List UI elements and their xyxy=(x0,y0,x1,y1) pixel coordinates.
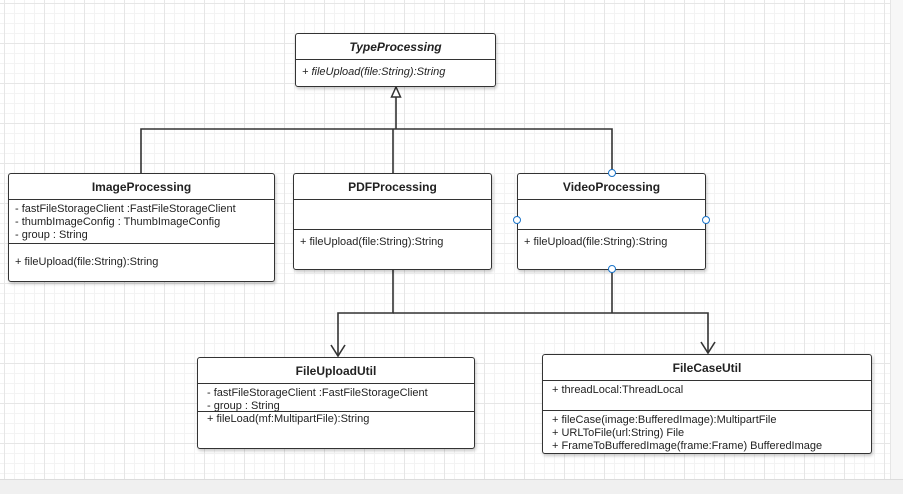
class-name: ImageProcessing xyxy=(9,174,274,200)
selection-handle-top[interactable] xyxy=(608,169,616,177)
inheritance-arrowhead xyxy=(390,85,402,98)
field: - fastFileStorageClient :FastFileStorage… xyxy=(207,387,428,399)
method: + FrameToBufferedImage(frame:Frame) Buff… xyxy=(552,440,823,452)
field: + threadLocal:ThreadLocal xyxy=(552,384,684,396)
class-name: VideoProcessing xyxy=(518,174,705,200)
methods-section: + fileUpload(file:String):String xyxy=(296,60,495,81)
class-name: TypeProcessing xyxy=(296,34,495,60)
methods-section: + fileUpload(file:String):String xyxy=(518,230,705,251)
fields-section xyxy=(518,200,705,230)
class-image-processing[interactable]: ImageProcessing - fastFileStorageClient … xyxy=(8,173,275,282)
field: - fastFileStorageClient :FastFileStorage… xyxy=(15,203,236,215)
method: + fileUpload(file:String):String xyxy=(524,236,668,248)
class-name: PDFProcessing xyxy=(294,174,491,200)
method: + fileUpload(file:String):String xyxy=(15,256,159,268)
fields-section: - fastFileStorageClient :FastFileStorage… xyxy=(198,384,474,412)
fields-section xyxy=(294,200,491,230)
bottom-scroll-area xyxy=(0,479,903,494)
method: + fileLoad(mf:MultipartFile):String xyxy=(207,413,370,425)
class-type-processing[interactable]: TypeProcessing + fileUpload(file:String)… xyxy=(295,33,496,87)
method: + fileUpload(file:String):String xyxy=(302,66,446,78)
selection-handle-bottom[interactable] xyxy=(608,265,616,273)
methods-section: + fileCase(image:BufferedImage):Multipar… xyxy=(543,411,871,453)
methods-section: + fileUpload(file:String):String xyxy=(294,230,491,251)
selection-handle-left[interactable] xyxy=(513,216,521,224)
methods-section: + fileUpload(file:String):String xyxy=(9,244,274,271)
class-name: FileCaseUtil xyxy=(543,355,871,381)
dependency-arrowhead-case xyxy=(700,341,716,355)
inheritance-line-image[interactable] xyxy=(140,128,396,173)
dependency-arrowhead-upload xyxy=(330,344,346,358)
class-file-case-util[interactable]: FileCaseUtil + threadLocal:ThreadLocal +… xyxy=(542,354,872,454)
class-video-processing[interactable]: VideoProcessing + fileUpload(file:String… xyxy=(517,173,706,270)
class-file-upload-util[interactable]: FileUploadUtil - fastFileStorageClient :… xyxy=(197,357,475,449)
field: - thumbImageConfig : ThumbImageConfig xyxy=(15,216,221,228)
dependency-line-pdf-upload[interactable] xyxy=(337,269,394,355)
method: + fileCase(image:BufferedImage):Multipar… xyxy=(552,414,777,426)
method: + fileUpload(file:String):String xyxy=(300,236,444,248)
field: - group : String xyxy=(15,229,88,241)
inheritance-line-video[interactable] xyxy=(396,128,613,173)
dependency-line-pdf-case[interactable] xyxy=(393,312,709,352)
method: + URLToFile(url:String) File xyxy=(552,427,685,439)
fields-section: + threadLocal:ThreadLocal xyxy=(543,381,871,411)
class-pdf-processing[interactable]: PDFProcessing + fileUpload(file:String):… xyxy=(293,173,492,270)
field: - group : String xyxy=(207,400,280,412)
right-scroll-area xyxy=(890,0,903,479)
fields-section: - fastFileStorageClient :FastFileStorage… xyxy=(9,200,274,244)
selection-handle-right[interactable] xyxy=(702,216,710,224)
methods-section: + fileLoad(mf:MultipartFile):String xyxy=(198,412,474,428)
class-name: FileUploadUtil xyxy=(198,358,474,384)
